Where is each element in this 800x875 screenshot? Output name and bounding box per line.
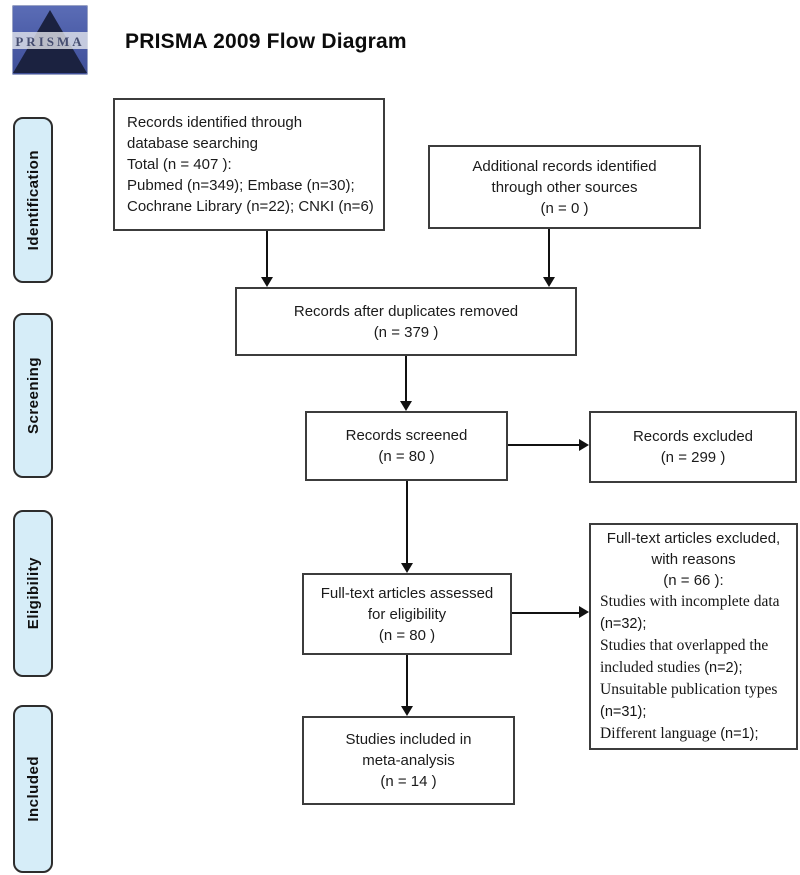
- box-studies-included: Studies included in meta-analysis (n = 1…: [302, 716, 515, 805]
- box-records-excluded: Records excluded (n = 299 ): [589, 411, 797, 483]
- box-line: (n = 66 ):: [663, 572, 724, 589]
- box-line: Total (n = 407 ):: [127, 156, 232, 173]
- reason-count: (n=31);: [600, 703, 647, 720]
- stage-label-text: Identification: [24, 149, 42, 251]
- stage-label-screening: Screening: [13, 313, 53, 478]
- box-line: Records excluded: [632, 428, 754, 445]
- prisma-logo-stripe: [12, 32, 88, 49]
- box-line: Records screened: [345, 427, 468, 444]
- arrow-screened-to-fulltext: [406, 481, 408, 564]
- box-line: (n = 80 ): [378, 448, 435, 465]
- arrowhead-down-icon: [261, 277, 273, 287]
- box-line: meta-analysis: [362, 752, 455, 769]
- stage-label-identification: Identification: [13, 117, 53, 283]
- arrow-fulltext-to-ft-excluded: [512, 612, 580, 614]
- arrowhead-right-icon: [579, 606, 589, 618]
- box-line: Full-text articles assessed: [320, 584, 494, 602]
- arrow-identified-to-duplicates: [266, 231, 268, 279]
- reason-text: Different language: [600, 725, 717, 742]
- box-line: (n = 14 ): [380, 773, 437, 790]
- box-line: (n = 0 ): [540, 199, 589, 217]
- reason-count: (n=32);: [600, 615, 647, 632]
- box-fulltext-excluded: Full-text articles excluded, with reason…: [589, 523, 798, 750]
- box-duplicates-removed: Records after duplicates removed (n = 37…: [235, 287, 577, 356]
- box-line: Additional records identified: [472, 157, 657, 175]
- exclusion-reason: Unsuitable publication types (n=31);: [600, 681, 777, 720]
- stage-label-included: Included: [13, 705, 53, 873]
- box-line: (n = 299 ): [660, 449, 726, 466]
- reason-text: Studies with incomplete data: [600, 593, 780, 610]
- box-records-identified: Records identified through database sear…: [113, 98, 385, 231]
- prisma-logo: PRISMA: [12, 5, 88, 75]
- exclusion-reasons-list: Studies with incomplete data (n=32); Stu…: [596, 591, 791, 746]
- exclusion-reason: Studies with incomplete data (n=32);: [600, 593, 780, 632]
- box-line: through other sources: [491, 178, 638, 196]
- arrowhead-right-icon: [579, 439, 589, 451]
- arrow-additional-to-duplicates: [548, 229, 550, 279]
- stage-label-text: Eligibility: [24, 557, 42, 630]
- arrow-screened-to-excluded: [508, 444, 580, 446]
- box-fulltext-assessed: Full-text articles assessed for eligibil…: [302, 573, 512, 655]
- box-line: Studies included in: [345, 731, 472, 748]
- reason-text: Studies that overlapped the included stu…: [600, 637, 769, 676]
- box-line: for eligibility: [367, 605, 447, 623]
- exclusion-reason: Different language (n=1);: [600, 725, 759, 742]
- prisma-logo-text: PRISMA: [15, 34, 85, 49]
- reason-count: (n=1);: [720, 726, 759, 742]
- box-line: Records after duplicates removed: [293, 302, 519, 320]
- box-line: Cochrane Library (n=22); CNKI (n=6): [127, 198, 374, 215]
- arrow-duplicates-to-screened: [405, 356, 407, 402]
- exclusion-reason: Studies that overlapped the included stu…: [600, 637, 768, 676]
- box-line: (n = 80 ): [378, 626, 436, 644]
- arrow-fulltext-to-included: [406, 655, 408, 707]
- box-line: Records identified through: [127, 114, 303, 131]
- box-line: Full-text articles excluded,: [606, 530, 781, 547]
- reason-count: (n=2);: [704, 659, 743, 676]
- box-line: Pubmed (n=349); Embase (n=30);: [127, 177, 355, 194]
- arrowhead-down-icon: [401, 706, 413, 716]
- box-line: (n = 379 ): [373, 323, 439, 341]
- box-line: database searching: [127, 135, 258, 152]
- box-line: with reasons: [651, 551, 736, 568]
- arrowhead-down-icon: [401, 563, 413, 573]
- arrowhead-down-icon: [400, 401, 412, 411]
- box-records-screened: Records screened (n = 80 ): [305, 411, 508, 481]
- stage-label-eligibility: Eligibility: [13, 510, 53, 677]
- reason-text: Unsuitable publication types: [600, 681, 778, 698]
- stage-label-text: Screening: [24, 356, 42, 435]
- box-additional-records: Additional records identified through ot…: [428, 145, 701, 229]
- arrowhead-down-icon: [543, 277, 555, 287]
- page-title: PRISMA 2009 Flow Diagram: [125, 30, 407, 53]
- stage-label-text: Included: [24, 756, 42, 822]
